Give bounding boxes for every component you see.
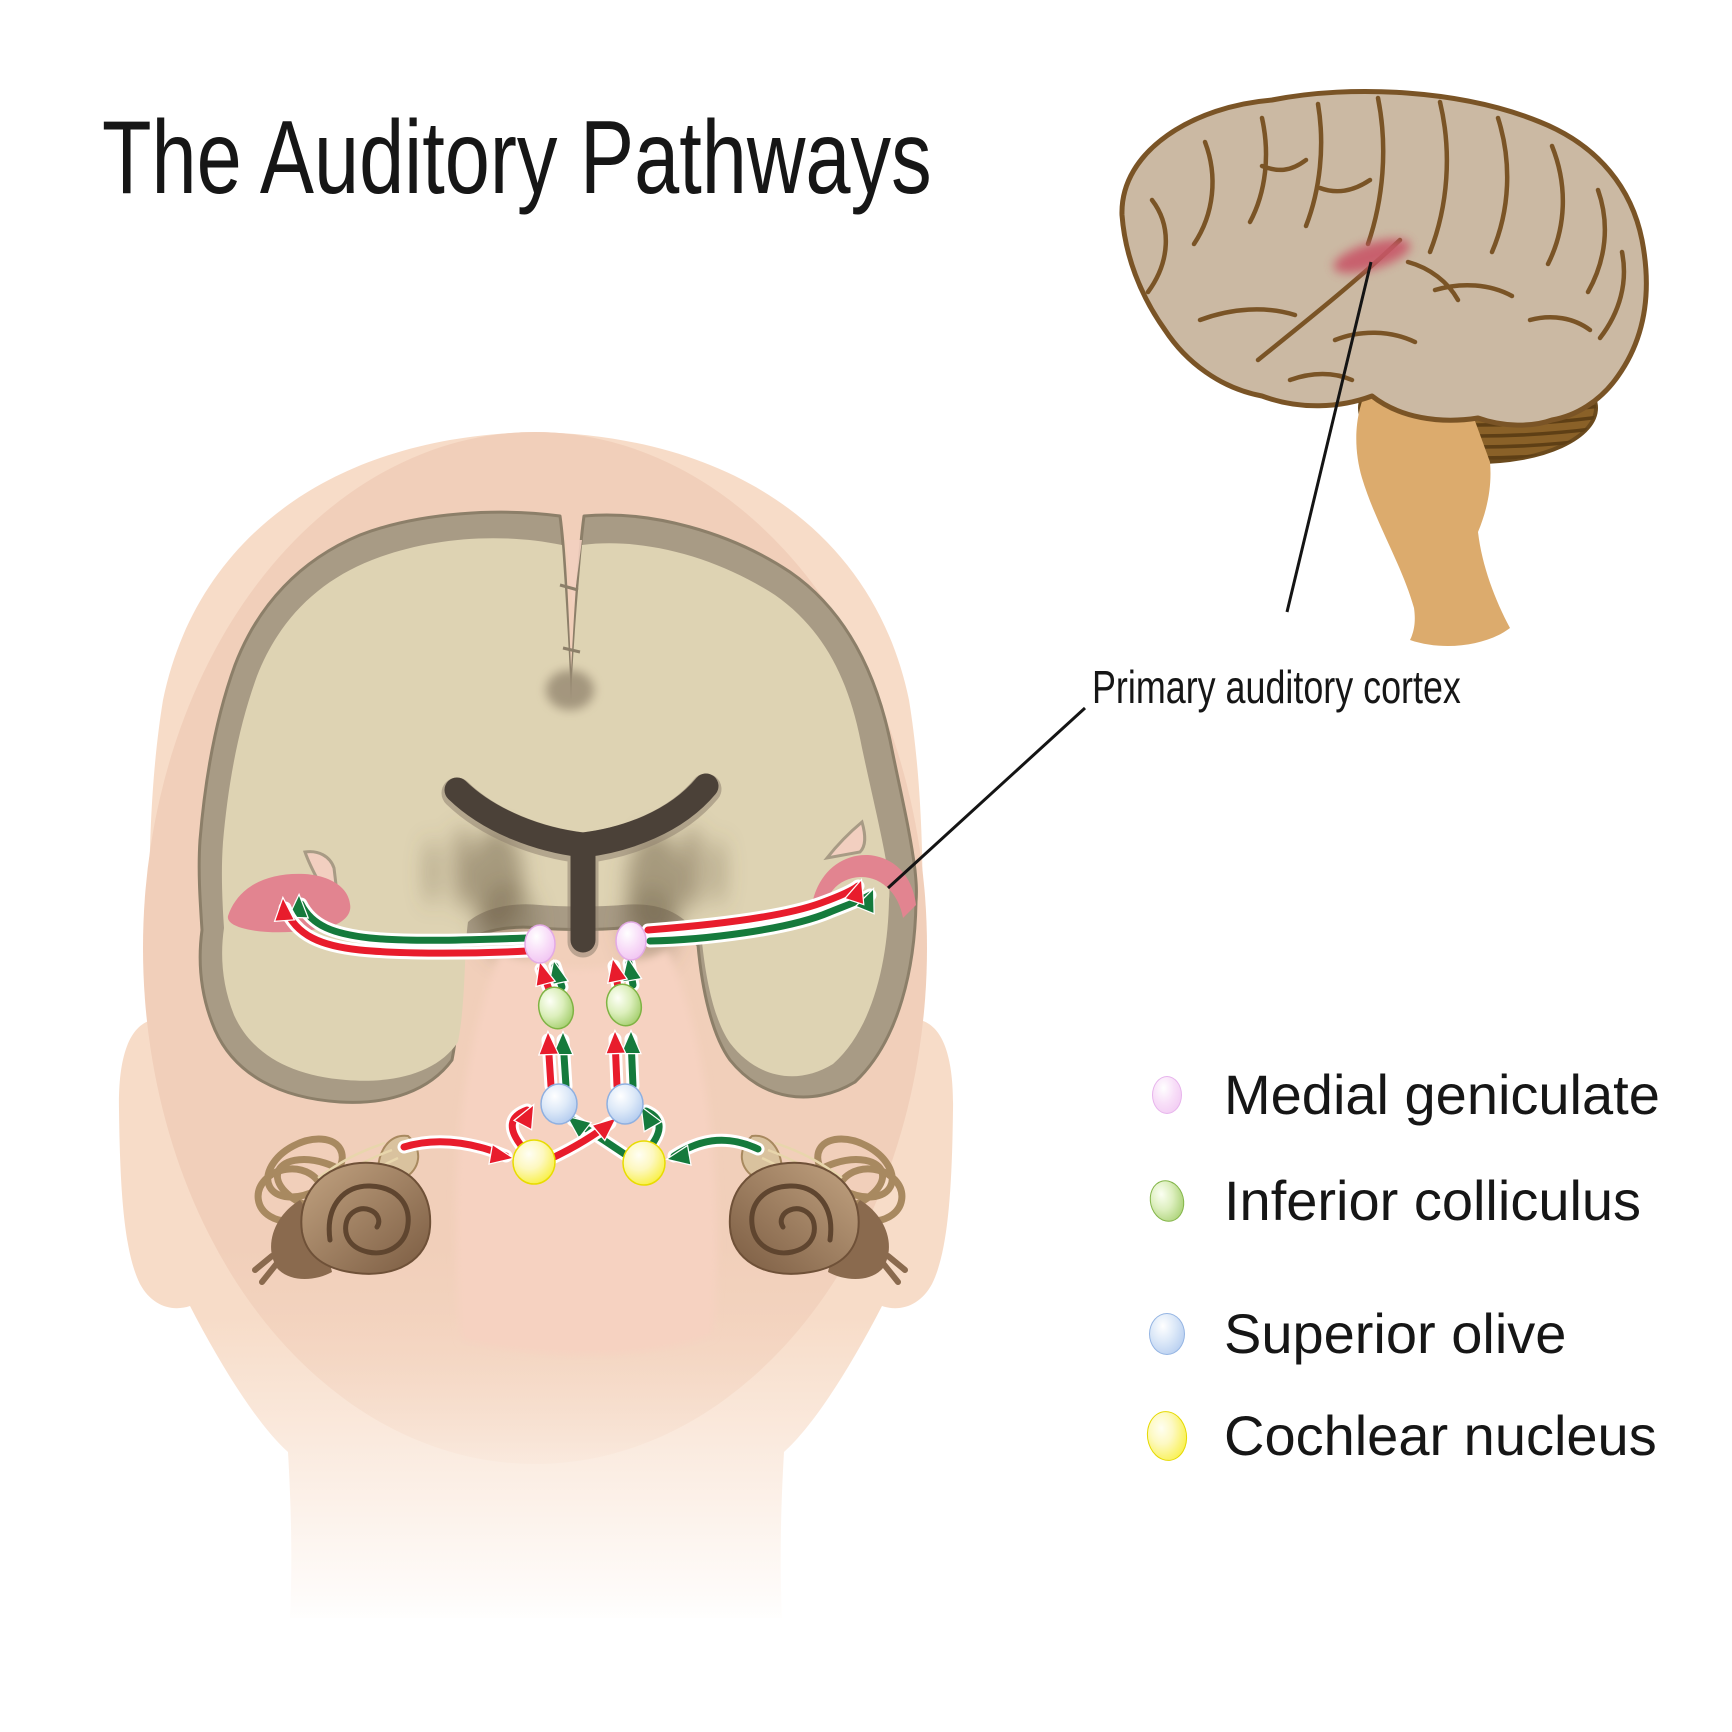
cochlear-nucleus-marker-icon [1143, 1408, 1191, 1464]
pointer-line-inset [1285, 261, 1373, 613]
legend-item-superior-olive: Superior olive [1144, 1304, 1566, 1364]
node-superior-olive-right [606, 1083, 644, 1125]
longitudinal-fissure [566, 540, 582, 608]
cingulate-shading [546, 670, 594, 710]
node-cochlear-nucleus-right [622, 1140, 666, 1186]
inferior-colliculus-marker-icon [1145, 1176, 1189, 1226]
pathway-nodes [512, 921, 666, 1186]
annotation-pointer-lines [886, 261, 1373, 890]
legend-label: Superior olive [1224, 1302, 1567, 1365]
page-title-text: The Auditory Pathways [102, 100, 932, 216]
brainstem-column [455, 950, 717, 1355]
annotation-label-text: Primary auditory cortex [1092, 661, 1461, 713]
legend-label: Inferior colliculus [1224, 1169, 1642, 1232]
legend-label: Medial geniculate [1224, 1063, 1660, 1126]
legend-label: Cochlear nucleus [1224, 1404, 1657, 1467]
superior-olive-marker-icon [1149, 1313, 1185, 1355]
legend-item-cochlear-nucleus: Cochlear nucleus [1143, 1404, 1657, 1467]
pointer-line-coronal [886, 706, 1087, 890]
fissure-notches [559, 583, 581, 654]
auditory-cortex-right [812, 854, 916, 918]
node-cochlear-nucleus-left [512, 1139, 556, 1185]
ventricles [441, 773, 722, 958]
node-medial-geniculate-right [615, 921, 647, 961]
green-arrowheads [287, 887, 875, 1166]
legend-item-medial-geniculate: Medial geniculate [1144, 1065, 1660, 1125]
basal-ganglia-shading [425, 826, 725, 967]
sylvian-fissure-right [823, 819, 867, 861]
pathway-left-ear [273, 877, 865, 1167]
node-medial-geniculate-left [524, 924, 556, 964]
auditory-cortex-highlight [1333, 238, 1411, 274]
page-title: The Auditory Pathways [102, 106, 1166, 210]
node-inferior-colliculus-left [537, 986, 575, 1030]
legend-item-inferior-colliculus: Inferior colliculus [1144, 1171, 1641, 1231]
brain-inset [1119, 88, 1649, 647]
annotation-label: Primary auditory cortex [1092, 664, 1565, 710]
brainstem [1356, 355, 1510, 647]
medial-geniculate-marker-icon [1152, 1076, 1182, 1114]
node-superior-olive-left [540, 1083, 578, 1125]
node-inferior-colliculus-right [605, 983, 643, 1027]
red-arrowheads [273, 877, 865, 1165]
